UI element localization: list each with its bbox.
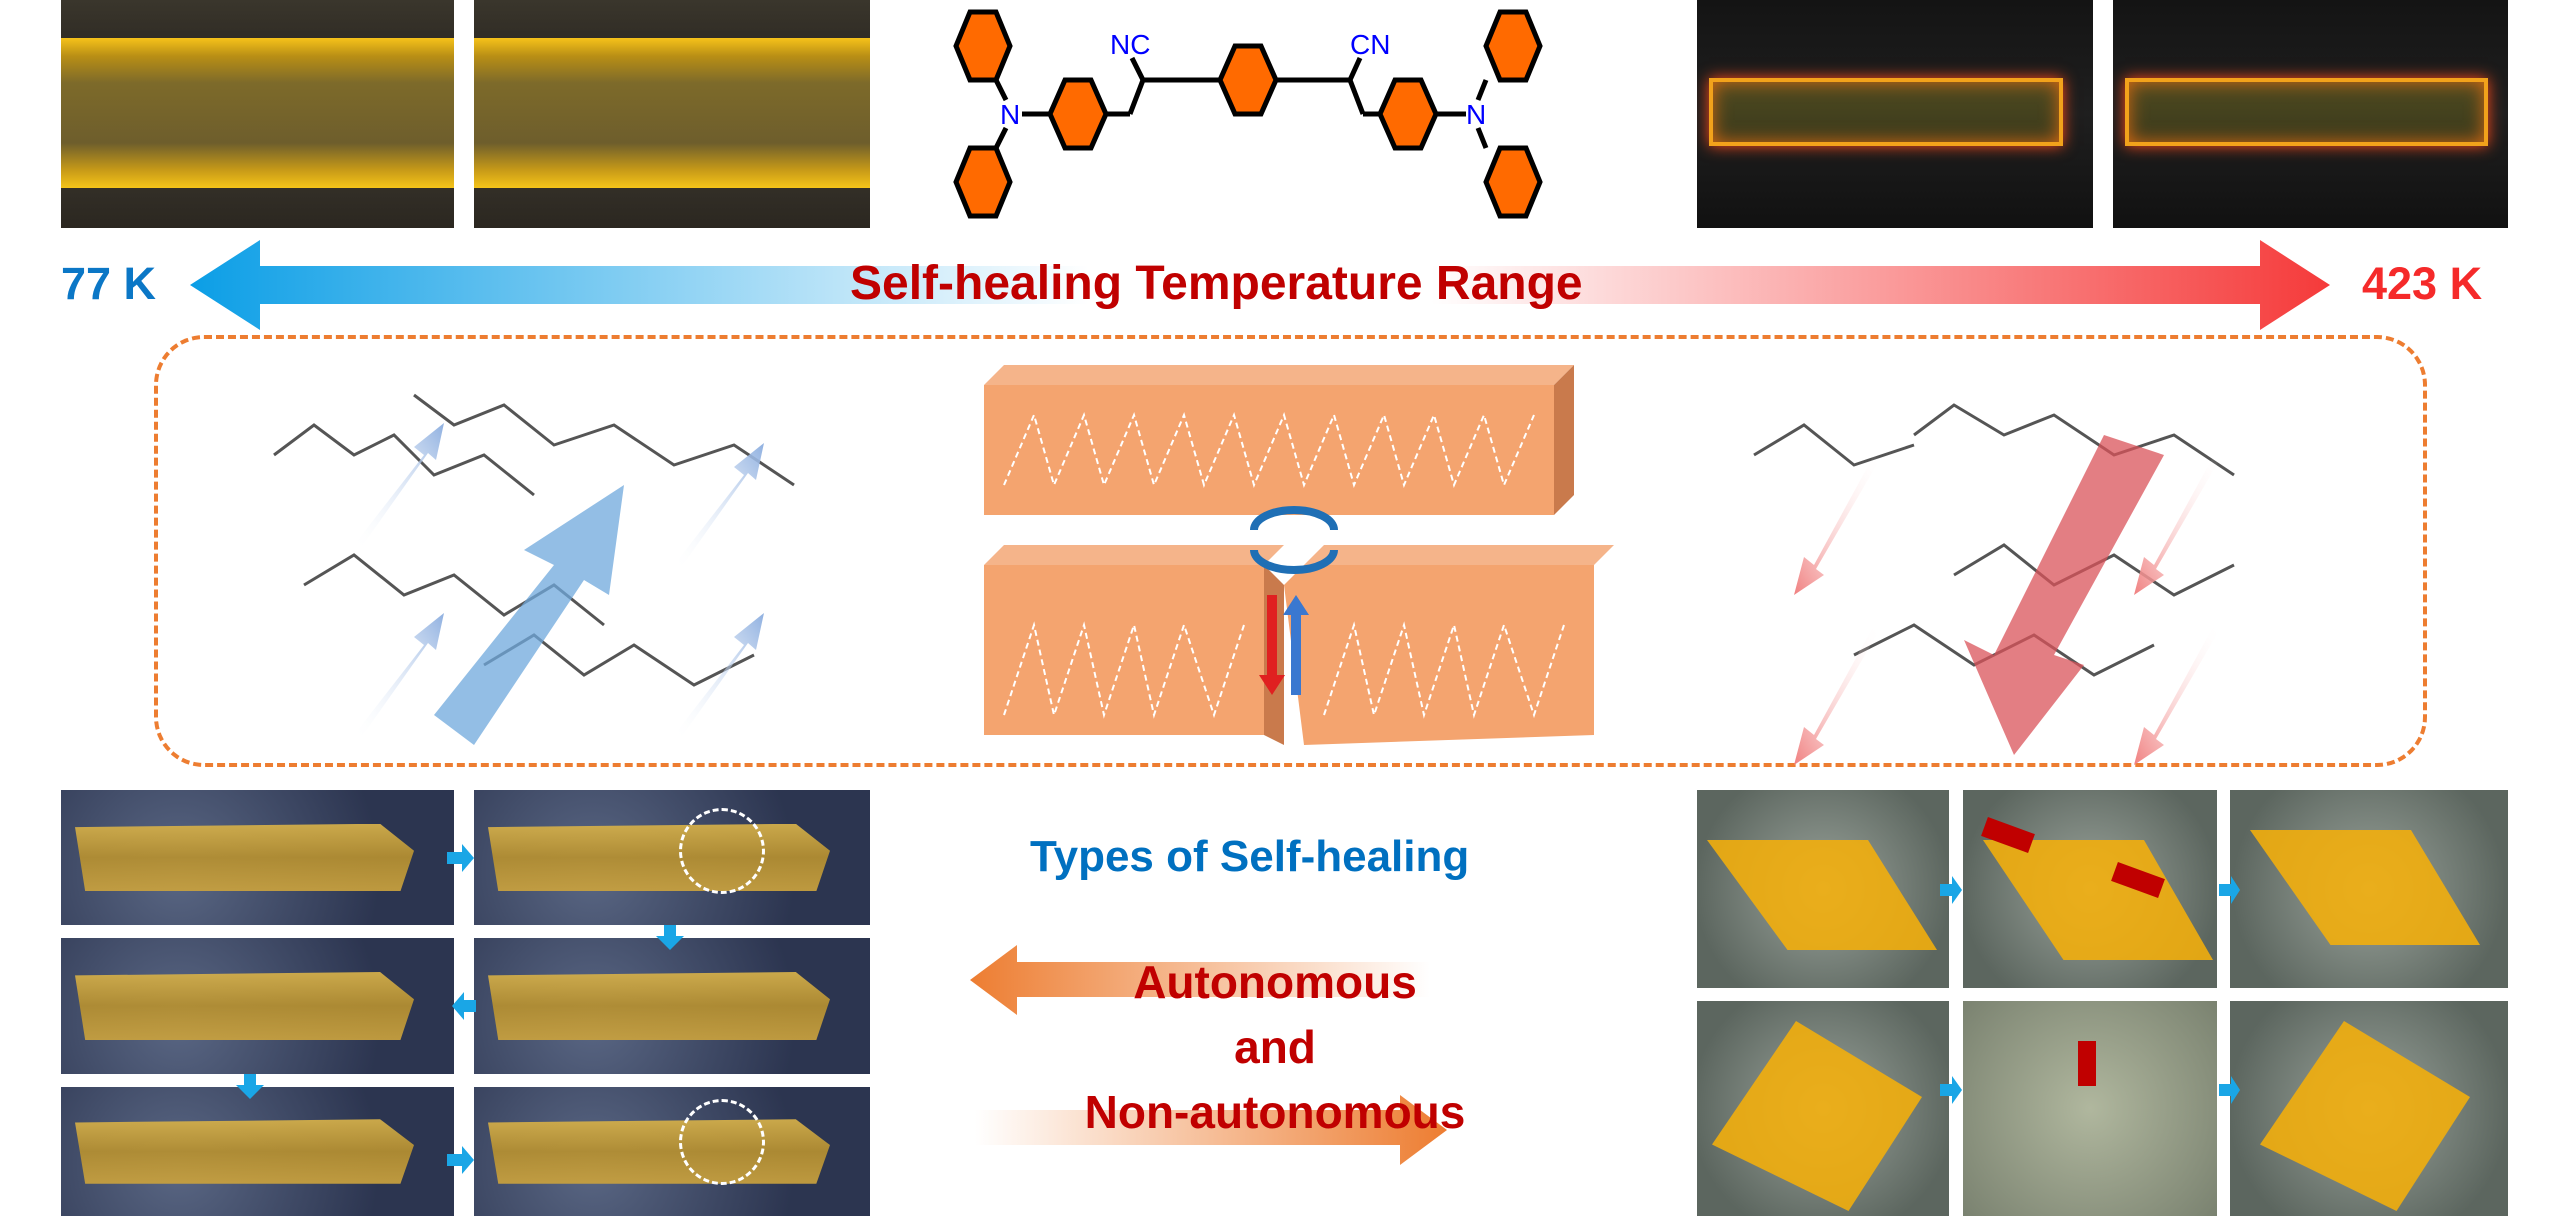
red-down-arrow-icon — [2078, 1041, 2096, 1086]
phenyl-ring — [953, 9, 1013, 83]
blue-small-arrow-icon — [354, 423, 444, 549]
nitrogen-label: N — [1466, 99, 1486, 130]
non-autonomous-photo-3 — [2230, 790, 2508, 988]
red-small-arrow-icon — [1794, 625, 1880, 765]
down-arrow-icon — [236, 1074, 264, 1099]
high-temp-molecular-packing — [1753, 403, 2235, 677]
right-arrow-icon — [2219, 876, 2240, 904]
mechanism-box — [154, 335, 2427, 767]
right-arrow-icon — [1940, 876, 1962, 904]
phenyl-ring — [1483, 9, 1543, 83]
temperature-range-arrow — [190, 240, 2330, 330]
blue-dipole-arrow-icon — [1283, 595, 1309, 695]
non-autonomous-label: Non-autonomous — [1084, 1086, 1466, 1138]
non-autonomous-sequence-arrows — [1940, 876, 2240, 1104]
rotation-arrows-icon — [1250, 506, 1338, 574]
high-temp-crystal-photo-after — [2113, 0, 2508, 228]
autonomous-healing-photo-4 — [61, 938, 454, 1074]
high-temp-crystal-photo-before — [1697, 0, 2093, 228]
down-arrow-icon — [656, 925, 684, 950]
red-small-arrow-icon — [1794, 455, 1880, 595]
non-autonomous-photo-6 — [2230, 1001, 2508, 1216]
right-arrow-icon — [1940, 1076, 1962, 1104]
blue-small-arrow-icon — [674, 443, 764, 569]
left-arrow-icon — [452, 992, 476, 1020]
autonomous-healing-photo-1 — [61, 790, 454, 925]
molecular-structure: N NC CN N — [953, 9, 1543, 219]
non-autonomous-photo-1 — [1697, 790, 1949, 988]
sequence-arrows — [236, 844, 684, 1174]
blue-small-arrow-icon — [354, 613, 444, 739]
red-small-arrow-icon — [2134, 625, 2220, 765]
nitrogen-label: N — [1000, 99, 1020, 130]
crack-highlight-circle — [679, 808, 765, 894]
red-dipole-arrow-icon — [1259, 595, 1285, 695]
crack-highlight-circle — [679, 1099, 765, 1185]
left-orange-arrow-icon — [970, 945, 1430, 1015]
mechanism-illustration — [273, 365, 2235, 765]
right-orange-arrow-icon — [975, 1095, 1447, 1165]
non-autonomous-photo-2 — [1963, 790, 2217, 988]
red-small-arrow-icon — [2134, 455, 2220, 595]
autonomous-label: Autonomous — [1133, 956, 1417, 1008]
high-temperature-label: 423 K — [2362, 258, 2483, 309]
nitrile-label: NC — [1110, 29, 1150, 60]
red-large-arrow-icon — [1964, 435, 2164, 755]
autonomous-healing-photo-2 — [474, 790, 870, 925]
right-arrow-icon — [447, 1146, 474, 1174]
autonomy-arrows — [970, 945, 1447, 1165]
autonomous-healing-photo-5 — [61, 1087, 454, 1216]
crystal-block-intact — [984, 365, 1574, 515]
phenyl-ring — [1047, 77, 1109, 151]
types-heading: Types of Self-healing — [1030, 832, 1470, 881]
low-temp-crystal-photo-after — [474, 0, 870, 228]
autonomous-healing-photo-6 — [474, 1087, 870, 1216]
low-temperature-label: 77 K — [61, 258, 157, 309]
phenyl-ring — [1483, 145, 1543, 219]
non-autonomous-photo-4 — [1697, 1001, 1949, 1216]
nitrile-label: CN — [1350, 29, 1390, 60]
right-arrow-icon — [2219, 1076, 2240, 1104]
phenyl-ring — [953, 145, 1013, 219]
right-arrow-icon — [447, 844, 474, 872]
dipole-pattern — [1003, 412, 1565, 719]
low-temp-crystal-photo-before — [61, 0, 454, 228]
and-label: and — [1234, 1021, 1316, 1073]
non-autonomous-photo-5 — [1963, 1001, 2217, 1216]
phenyl-ring — [1217, 43, 1279, 117]
blue-small-arrow-icon — [674, 613, 764, 739]
autonomous-healing-photo-3 — [474, 938, 870, 1074]
temperature-range-title: Self-healing Temperature Range — [850, 257, 1583, 310]
blue-large-arrow-icon — [434, 485, 624, 745]
crystal-block-fractured — [984, 545, 1614, 745]
phenyl-ring — [1377, 77, 1439, 151]
